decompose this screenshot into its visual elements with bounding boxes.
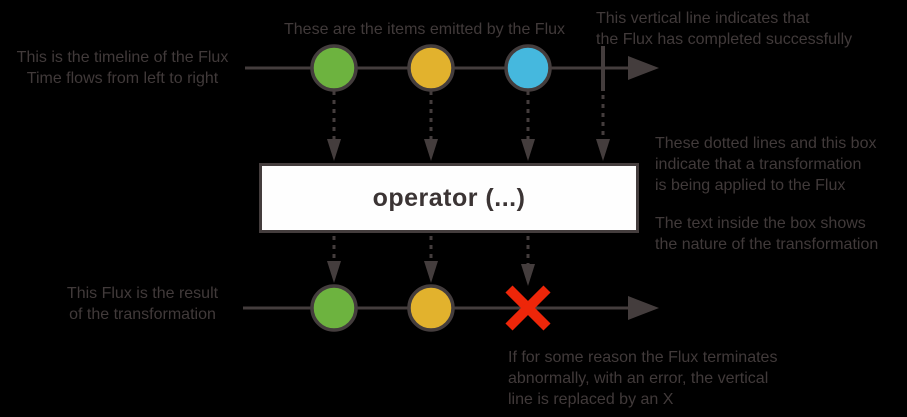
- result-item-yellow: [407, 284, 455, 332]
- error-x-icon: [505, 285, 551, 331]
- dotted-arrowhead-result-green: [327, 261, 341, 283]
- transform-note: These dotted lines and this box indicate…: [655, 135, 877, 194]
- result-note: This Flux is the result of the transform…: [66, 285, 219, 323]
- items-note: These are the items emitted by the Flux: [284, 21, 566, 38]
- source-item-green: [310, 44, 358, 92]
- dotted-arrowhead-complete: [596, 139, 610, 161]
- operator-box-label: operator (...): [372, 183, 526, 212]
- dotted-arrowhead-yellow: [424, 139, 438, 161]
- source-item-yellow: [407, 44, 455, 92]
- box-text-note: The text inside the box shows the nature…: [655, 215, 879, 253]
- result-timeline: [243, 284, 659, 332]
- source-item-blue: [504, 44, 552, 92]
- error-note: If for some reason the Flux terminates a…: [508, 349, 778, 408]
- dotted-arrowhead-blue: [521, 139, 535, 161]
- dotted-arrowhead-result-error: [521, 264, 535, 286]
- result-item-green: [310, 284, 358, 332]
- dotted-arrowhead-green: [327, 139, 341, 161]
- dotted-arrows-out-of-operator: [327, 236, 535, 286]
- dotted-arrowhead-result-yellow: [424, 261, 438, 283]
- source-timeline: [245, 44, 659, 92]
- complete-note: This vertical line indicates that the Fl…: [596, 10, 853, 48]
- timeline-note: This is the timeline of the Flux Time fl…: [16, 49, 229, 87]
- result-timeline-arrow-icon: [628, 296, 659, 320]
- source-timeline-arrow-icon: [628, 56, 659, 80]
- operator-box: [259, 163, 639, 233]
- dotted-arrows-into-operator: [327, 91, 610, 161]
